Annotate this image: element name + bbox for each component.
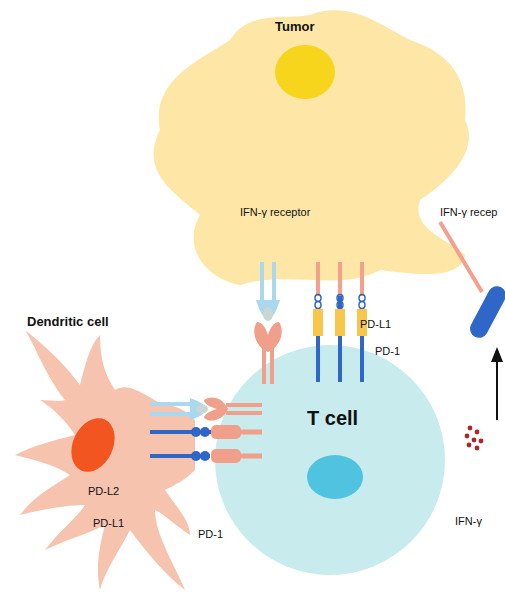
cytokine-label: IFN-γ: [455, 515, 482, 527]
pd-l-pd-1-pair: [150, 425, 262, 439]
binding-connector: [340, 292, 341, 345]
pd-l-pd-1-pair: [150, 449, 262, 463]
ifn-gamma-receptor: [440, 222, 505, 341]
dendritic-cell: Dendritic cellPD-L2PD-L1: [5, 305, 195, 595]
receptor-label: PD-1: [198, 528, 223, 540]
cell-title: Dendritic cell: [27, 315, 109, 329]
tumor-cell-outline: [120, 0, 480, 292]
dendritic-cell-outline: [5, 305, 195, 595]
binding-connector: [195, 432, 218, 433]
ligand-label: PD-L1: [93, 517, 124, 529]
receptor-label: IFN-γ receptor: [240, 206, 310, 218]
receptor-label: PD-1: [375, 345, 400, 357]
cell-title: T cell: [307, 407, 358, 429]
receptor-label: IFN-γ recep: [440, 206, 497, 218]
signal-arrow: [491, 347, 503, 420]
ligand-label: PD-L2: [88, 485, 119, 497]
pd-l1-pd-1-pair: [313, 262, 323, 382]
ligand-label: PD-L1: [360, 318, 391, 330]
mhc-tcr-pair: [150, 397, 262, 420]
t-cell: T cell: [215, 345, 445, 575]
t-cell-outline: [215, 345, 445, 575]
mhc-tcr-pair: [254, 262, 281, 384]
pd-l1-pd-1-pair: [335, 262, 345, 382]
tumor-cell: TumorIFN-γ receptor: [120, 0, 480, 292]
cell-title: Tumor: [275, 20, 314, 34]
ifn-gamma-molecules: [465, 426, 484, 451]
